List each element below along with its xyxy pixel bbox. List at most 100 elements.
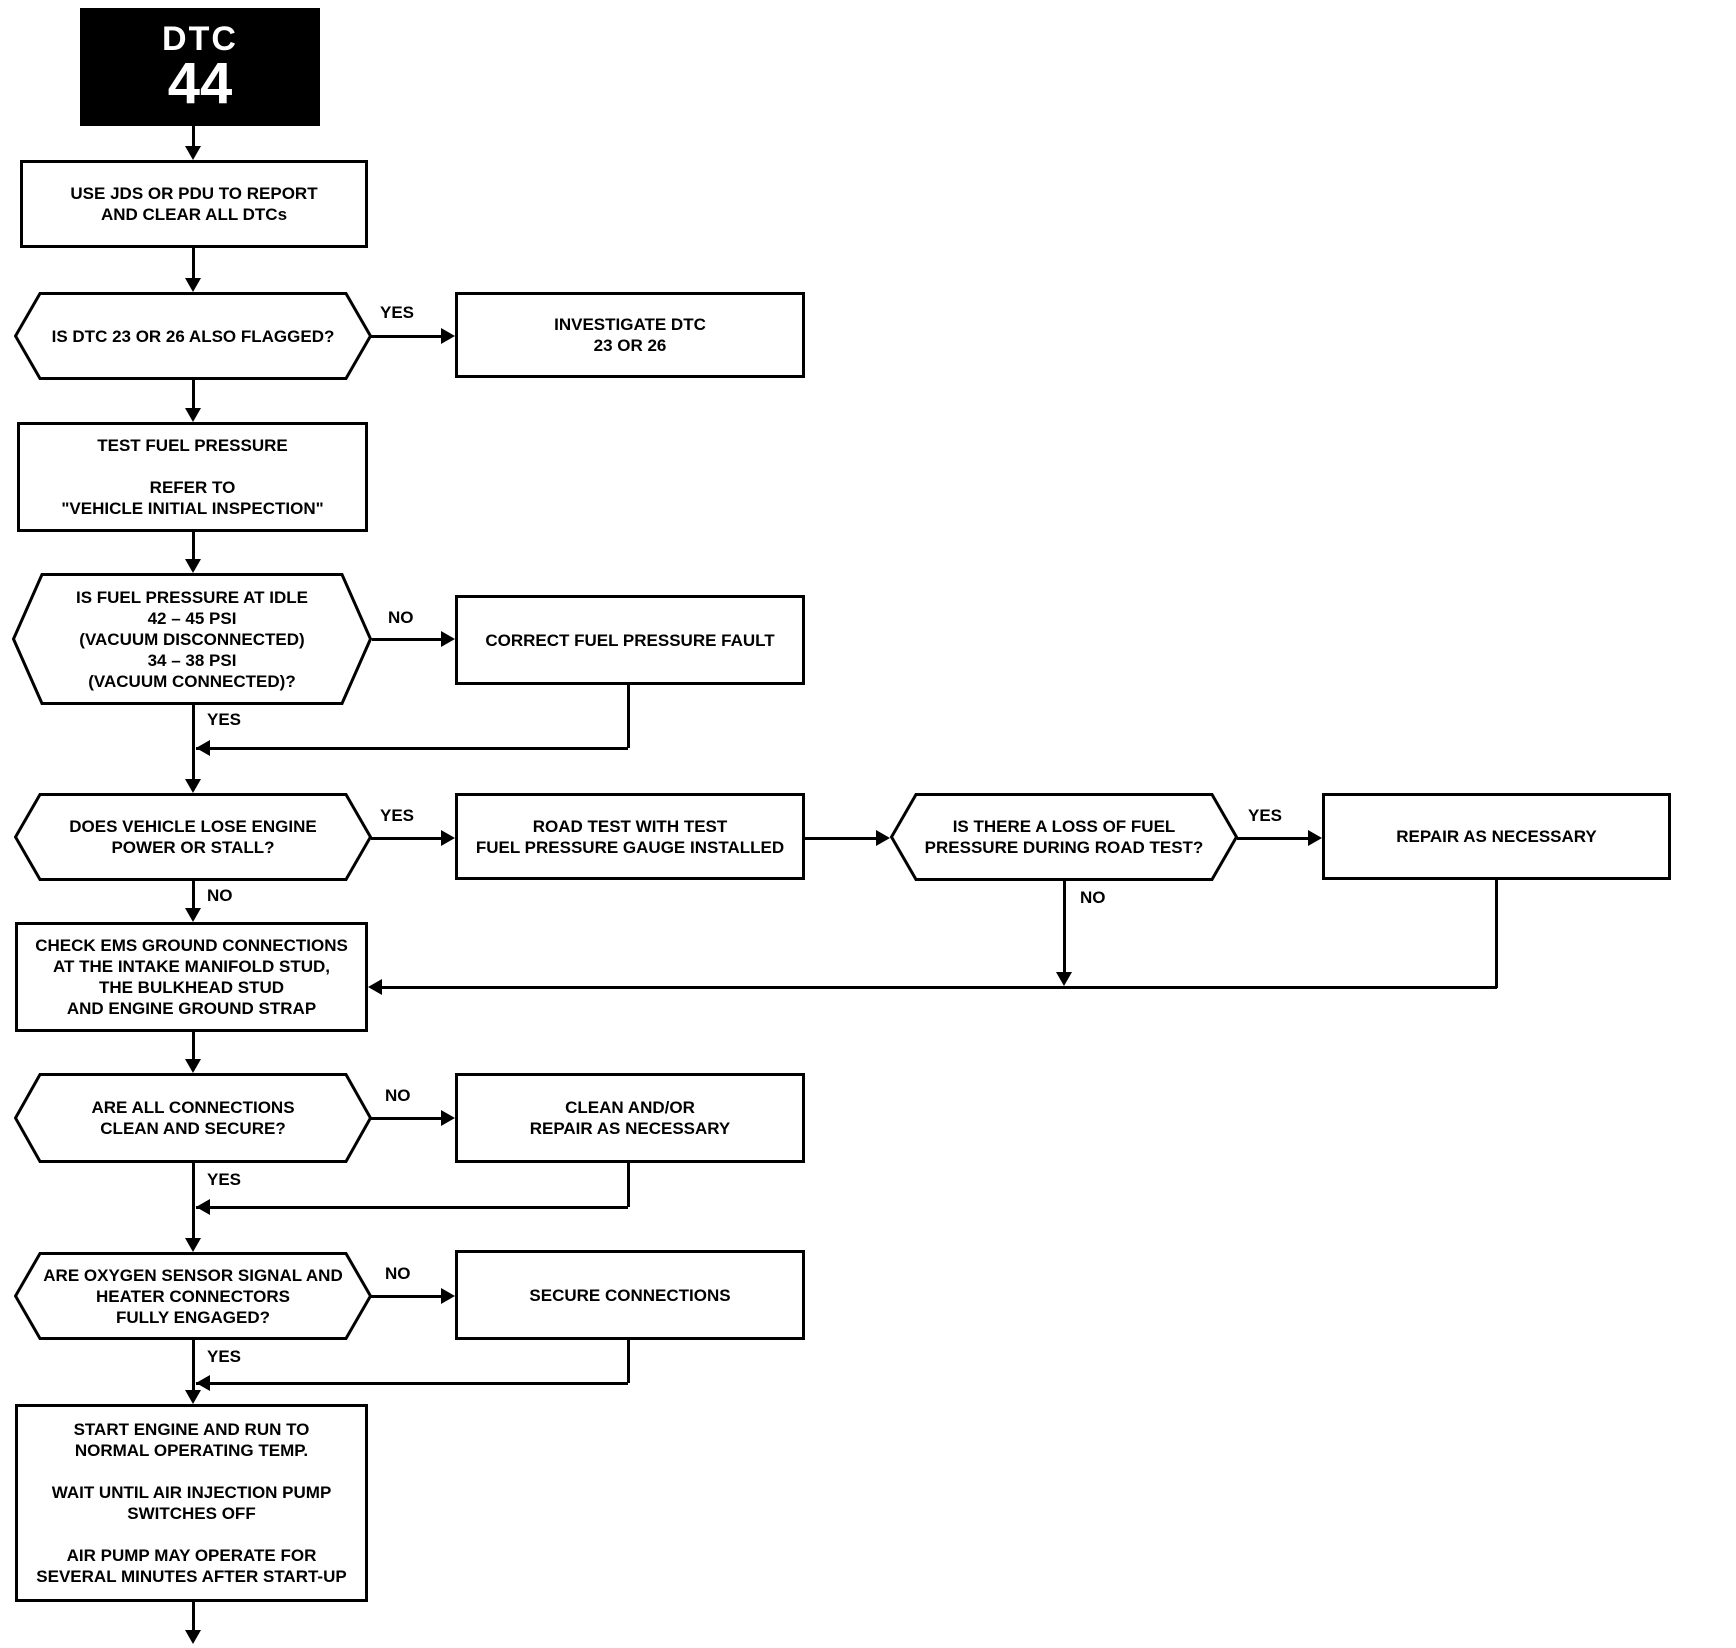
label-yes: YES	[205, 710, 244, 730]
decision-line: FULLY ENGAGED?	[116, 1307, 270, 1327]
edge-losepower-no	[191, 881, 195, 909]
edge-connclean-no	[371, 1116, 441, 1120]
label-yes: YES	[1246, 806, 1285, 826]
label-no: NO	[386, 608, 416, 628]
edge-repair-return-horizontal	[382, 985, 1497, 989]
node-line: THE BULKHEAD STUD	[98, 978, 285, 997]
node-line: ROAD TEST WITH TEST	[532, 816, 728, 836]
arrowhead-down	[185, 908, 201, 922]
label-no: NO	[205, 886, 235, 906]
edge-testfp-to-fprange	[191, 532, 195, 560]
edge-o2-yes	[191, 1340, 195, 1391]
dtc-badge-code: 44	[167, 51, 233, 116]
edge-cleanrepair-return-vertical	[626, 1163, 630, 1207]
arrowhead-down	[185, 278, 201, 292]
arrowhead-right	[1308, 830, 1322, 846]
decision-connections-clean: ARE ALL CONNECTIONS CLEAN AND SECURE?	[14, 1073, 372, 1163]
decision-hexagon-shape	[890, 793, 1238, 881]
decision-o2-connectors-engaged: ARE OXYGEN SENSOR SIGNAL AND HEATER CONN…	[14, 1252, 372, 1340]
dtc-badge: DTC 44	[80, 8, 320, 126]
edge-lossfp-no	[1062, 881, 1066, 974]
decision-line: DOES VEHICLE LOSE ENGINE	[69, 817, 317, 836]
decision-line: HEATER CONNECTORS	[96, 1286, 290, 1306]
arrowhead-right	[441, 631, 455, 647]
node-test-fuel-pressure: TEST FUEL PRESSURE REFER TO "VEHICLE INI…	[17, 422, 368, 532]
node-line: FUEL PRESSURE GAUGE INSTALLED	[475, 837, 785, 857]
decision-line: IS FUEL PRESSURE AT IDLE	[75, 587, 309, 607]
label-yes: YES	[378, 806, 417, 826]
arrowhead-down	[185, 559, 201, 573]
decision-loss-during-road-test: IS THERE A LOSS OF FUEL PRESSURE DURING …	[890, 793, 1238, 881]
node-line: INVESTIGATE DTC	[554, 315, 706, 334]
node-line: CORRECT FUEL PRESSURE FAULT	[485, 630, 775, 650]
decision-line: ARE OXYGEN SENSOR SIGNAL AND	[43, 1265, 343, 1285]
decision-hexagon-shape	[14, 1073, 372, 1163]
node-line: REPAIR AS NECESSARY	[1396, 827, 1597, 846]
arrowhead-left	[196, 1199, 210, 1215]
arrowhead-down	[1056, 972, 1072, 986]
node-line: 23 OR 26	[593, 336, 667, 355]
node-line: REPAIR AS NECESSARY	[529, 1119, 731, 1138]
label-no: NO	[383, 1086, 413, 1106]
edge-fprange-yes	[191, 705, 195, 780]
edge-fprange-no	[372, 637, 441, 641]
edge-secure-return-horizontal	[196, 1381, 628, 1385]
node-road-test: ROAD TEST WITH TEST FUEL PRESSURE GAUGE …	[455, 793, 805, 880]
dtc-badge-title: DTC	[162, 20, 238, 58]
node-line: AIR PUMP MAY OPERATE FOR	[66, 1546, 317, 1565]
arrowhead-right	[441, 328, 455, 344]
edge-correctfp-return-vertical	[626, 685, 630, 748]
node-correct-fuel-pressure: CORRECT FUEL PRESSURE FAULT	[455, 595, 805, 685]
edge-badge-to-report	[191, 126, 195, 148]
node-line: SECURE CONNECTIONS	[529, 1285, 731, 1305]
node-clean-or-repair: CLEAN AND/OR REPAIR AS NECESSARY	[455, 1073, 805, 1163]
arrowhead-right	[876, 830, 890, 846]
arrowhead-down	[185, 146, 201, 160]
decision-line: (VACUUM DISCONNECTED)	[79, 629, 305, 649]
label-yes: YES	[378, 303, 417, 323]
node-line: CHECK EMS GROUND CONNECTIONS	[35, 936, 348, 955]
edge-lossfp-yes	[1237, 836, 1308, 840]
decision-line: IS THERE A LOSS OF FUEL	[952, 817, 1176, 836]
edge-secure-return-vertical	[626, 1340, 630, 1383]
arrowhead-left	[368, 979, 382, 995]
decision-line: ARE ALL CONNECTIONS	[91, 1098, 295, 1117]
label-no: NO	[1078, 888, 1108, 908]
node-line: START ENGINE AND RUN TO	[73, 1420, 310, 1439]
node-line: "VEHICLE INITIAL INSPECTION"	[61, 499, 324, 518]
node-line: NORMAL OPERATING TEMP.	[74, 1441, 309, 1460]
edge-start-exit	[191, 1602, 195, 1631]
decision-lose-power-or-stall: DOES VEHICLE LOSE ENGINE POWER OR STALL?	[14, 793, 372, 881]
decision-line: 42 – 45 PSI	[147, 608, 237, 628]
arrowhead-down	[185, 408, 201, 422]
edge-checkems-to-connclean	[191, 1032, 195, 1060]
edge-cleanrepair-return-horizontal	[196, 1205, 628, 1209]
arrowhead-right	[441, 1288, 455, 1304]
arrowhead-right	[441, 830, 455, 846]
arrowhead-down	[185, 1630, 201, 1644]
label-no: NO	[383, 1264, 413, 1284]
edge-repair-return-vertical	[1494, 880, 1498, 988]
node-start-engine: START ENGINE AND RUN TO NORMAL OPERATING…	[15, 1404, 368, 1602]
edge-connclean-yes	[191, 1163, 195, 1238]
edge-report-to-dtc23	[191, 248, 195, 280]
edge-roadtest-to-lossfp	[805, 836, 876, 840]
decision-hexagon-shape	[14, 1252, 372, 1340]
arrowhead-down	[185, 779, 201, 793]
decision-hexagon-shape	[12, 573, 372, 705]
label-yes: YES	[205, 1170, 244, 1190]
decision-dtc23-flagged: IS DTC 23 OR 26 ALSO FLAGGED?	[14, 292, 372, 380]
label-yes: YES	[205, 1347, 244, 1367]
edge-correctfp-return-horizontal	[196, 746, 628, 750]
decision-hexagon-shape	[14, 793, 372, 881]
node-line: AT THE INTAKE MANIFOLD STUD,	[52, 957, 330, 976]
decision-fuel-pressure-in-range: IS FUEL PRESSURE AT IDLE 42 – 45 PSI (VA…	[12, 573, 372, 705]
arrowhead-down	[185, 1059, 201, 1073]
decision-line: PRESSURE DURING ROAD TEST?	[924, 838, 1204, 857]
node-check-ems-grounds: CHECK EMS GROUND CONNECTIONS AT THE INTA…	[15, 922, 368, 1032]
node-line: AND ENGINE GROUND STRAP	[66, 999, 317, 1018]
edge-dtc23-yes	[371, 334, 441, 338]
edge-losepower-yes	[371, 836, 441, 840]
arrowhead-right	[441, 1110, 455, 1126]
